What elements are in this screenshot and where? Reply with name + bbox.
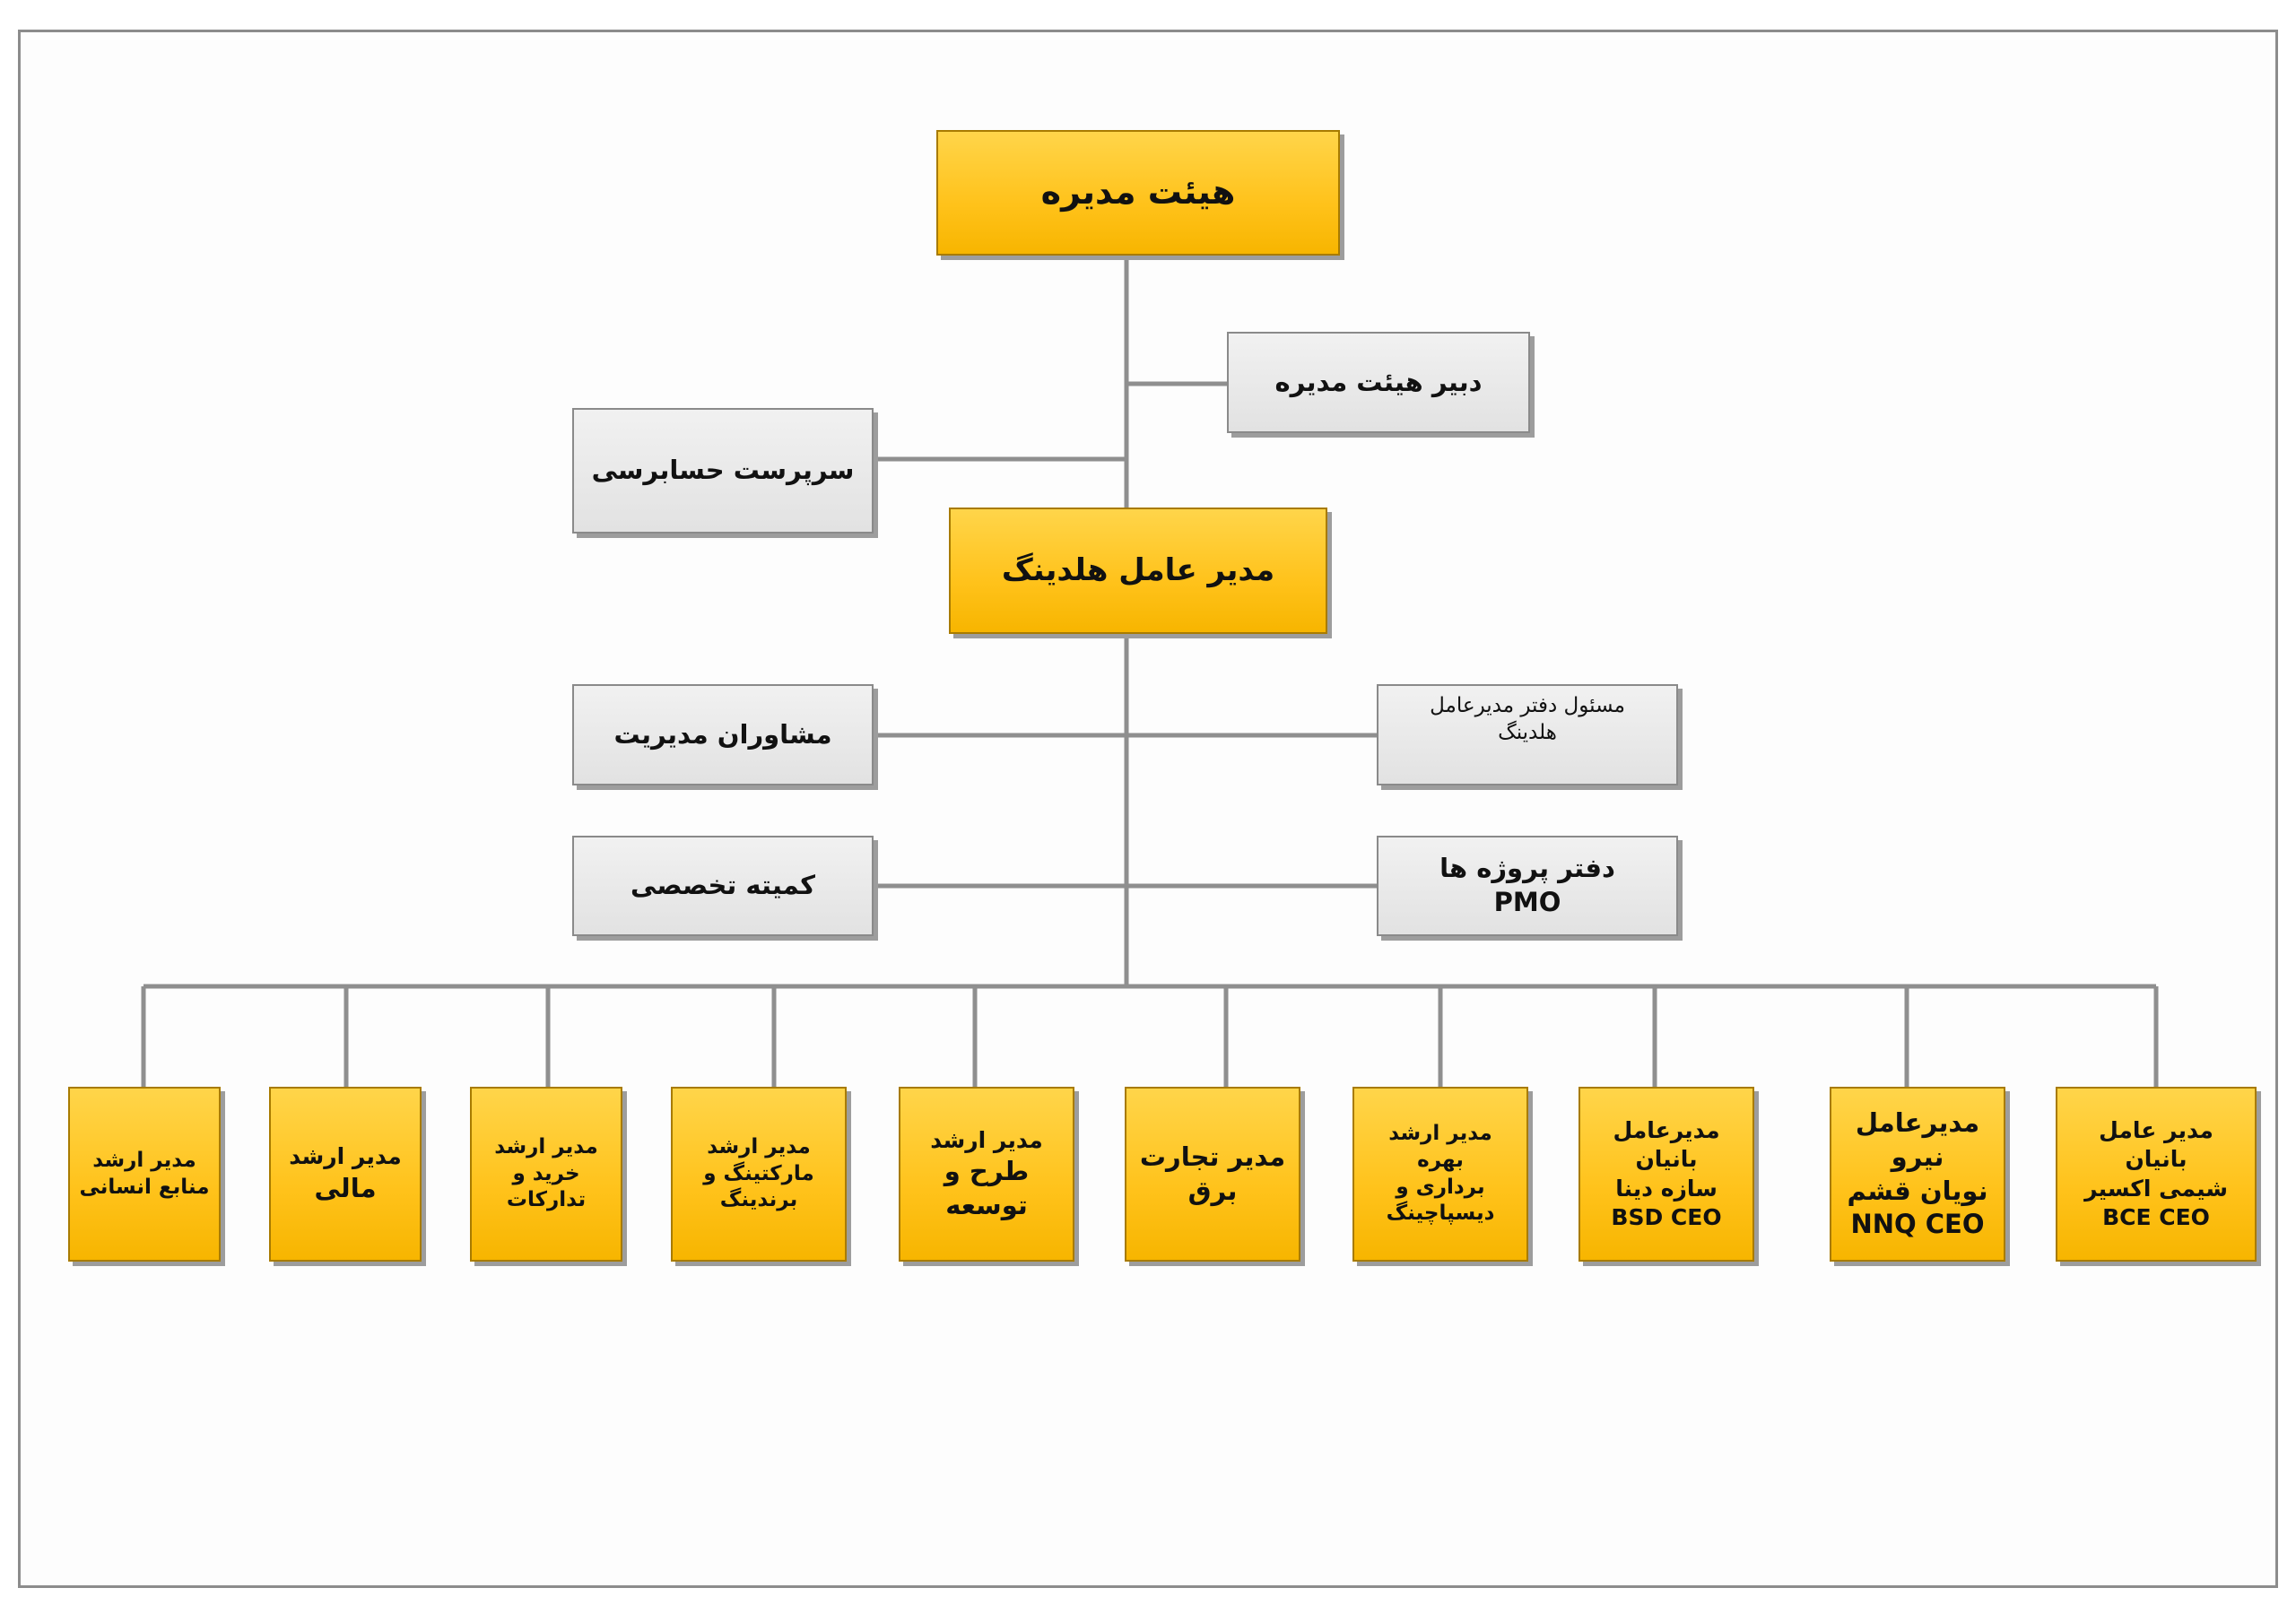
- board-secretary-box: دبیر هیئت مدیره: [1227, 332, 1530, 433]
- unit-line: مدیر ارشد: [494, 1134, 598, 1158]
- management-advisors-box: مشاوران مدیریت: [572, 684, 874, 785]
- pmo-box: دفتر پروژه ها PMO: [1377, 836, 1678, 936]
- unit-finance-box: مدیر ارشد مالی: [269, 1087, 422, 1262]
- unit-line: مارکتینگ و: [703, 1161, 814, 1185]
- management-advisors-label: مشاوران مدیریت: [613, 718, 832, 750]
- technical-committee-label: کمیته تخصصی: [631, 870, 815, 901]
- unit-line: نویان قشم: [1847, 1175, 1988, 1206]
- unit-line: شیمی اکسیر: [2084, 1175, 2228, 1202]
- unit-line: منابع انسانی: [79, 1175, 210, 1199]
- unit-line: مدیر عامل بانیان: [2099, 1116, 2213, 1173]
- unit-line: برندینگ: [719, 1188, 798, 1212]
- unit-line: مدیرعامل بانیان: [1613, 1116, 1720, 1173]
- unit-line: مدیرعامل نیرو: [1855, 1107, 1980, 1172]
- unit-line: BCE CEO: [2102, 1204, 2210, 1230]
- board-of-directors-box: هیئت مدیره: [936, 130, 1340, 256]
- unit-line: مدیر ارشد: [289, 1143, 402, 1170]
- unit-planning-development-box: مدیر ارشد طرح و توسعه: [899, 1087, 1074, 1262]
- unit-power-trading-box: مدیر تجارت برق: [1125, 1087, 1300, 1262]
- ceo-office-head-line-2: هلدینگ: [1498, 720, 1557, 744]
- unit-line: برق: [1187, 1175, 1238, 1206]
- unit-human-resources-box: مدیر ارشد منابع انسانی: [68, 1087, 221, 1262]
- audit-supervisor-label: سرپرست حسابرسی: [591, 455, 855, 486]
- unit-line: NNQ CEO: [1850, 1209, 1985, 1240]
- unit-bce-ceo-box: مدیر عامل بانیان شیمی اکسیر BCE CEO: [2056, 1087, 2257, 1262]
- unit-line: خرید و: [512, 1161, 580, 1185]
- unit-bsd-ceo-box: مدیرعامل بانیان سازه دینا BSD CEO: [1578, 1087, 1754, 1262]
- unit-line: مدیر ارشد: [930, 1126, 1043, 1153]
- unit-line: طرح و توسعه: [944, 1156, 1030, 1220]
- technical-committee-box: کمیته تخصصی: [572, 836, 874, 936]
- page-frame: [18, 30, 2278, 1588]
- unit-line: تدارکات: [506, 1188, 587, 1212]
- ceo-office-head-line-1: مسئول دفتر مدیرعامل: [1430, 694, 1625, 717]
- unit-nnq-ceo-box: مدیرعامل نیرو نویان قشم NNQ CEO: [1830, 1087, 2005, 1262]
- unit-line: برداری و: [1396, 1175, 1485, 1199]
- unit-line: مالی: [314, 1172, 377, 1203]
- pmo-line-2: PMO: [1493, 887, 1561, 917]
- ceo-office-head-box: مسئول دفتر مدیرعامل هلدینگ: [1377, 684, 1678, 785]
- unit-procurement-box: مدیر ارشد خرید و تدارکات: [470, 1087, 622, 1262]
- holding-ceo-label: مدیر عامل هلدینگ: [1001, 552, 1275, 589]
- pmo-line-1: دفتر پروژه ها: [1439, 853, 1615, 884]
- unit-marketing-branding-box: مدیر ارشد مارکتینگ و برندینگ: [671, 1087, 847, 1262]
- unit-line: BSD CEO: [1611, 1204, 1722, 1230]
- board-secretary-label: دبیر هیئت مدیره: [1274, 366, 1483, 397]
- unit-line: سازه دینا: [1615, 1175, 1718, 1202]
- unit-line: مدیر ارشد بهره: [1388, 1121, 1492, 1172]
- audit-supervisor-box: سرپرست حسابرسی: [572, 408, 874, 534]
- unit-line: دیسپاچینگ: [1386, 1202, 1495, 1226]
- holding-ceo-box: مدیر عامل هلدینگ: [949, 508, 1327, 634]
- board-label: هیئت مدیره: [1040, 172, 1236, 213]
- unit-line: مدیر ارشد: [707, 1134, 811, 1158]
- unit-operations-dispatching-box: مدیر ارشد بهره برداری و دیسپاچینگ: [1352, 1087, 1528, 1262]
- unit-line: مدیر تجارت: [1139, 1141, 1286, 1172]
- unit-line: مدیر ارشد: [92, 1148, 196, 1172]
